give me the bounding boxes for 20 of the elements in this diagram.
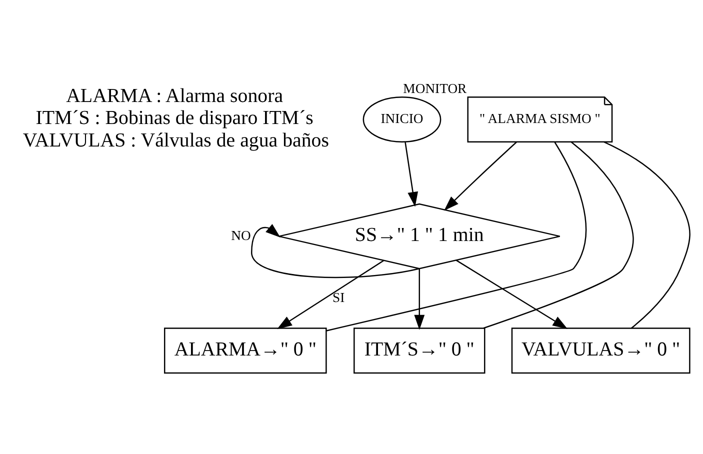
arrow [444, 142, 517, 211]
node-ellipse: INICIO [362, 96, 442, 142]
arrow [251, 224, 420, 278]
arrow [404, 142, 418, 207]
edge-label: NO [231, 228, 251, 243]
connector [483, 141, 634, 329]
arrow [456, 260, 568, 329]
node-label: MONITOR [403, 81, 467, 96]
label: VALVULAS : Válvulas de agua baños [22, 130, 329, 152]
node-box: VALVULAS→" 0 " [511, 328, 690, 374]
node-box: ITM´S→" 0 " [354, 328, 486, 374]
node-diamond: SS→" 1 " 1 min [278, 203, 560, 270]
arrow [277, 260, 384, 330]
edge-label: SI [332, 290, 345, 305]
connector [326, 142, 587, 332]
label: ALARMA : Alarma sonora [66, 84, 284, 107]
connector [604, 141, 690, 329]
arrow [414, 268, 425, 330]
label: ITM´S : Bobinas de disparo ITM´s [36, 107, 314, 130]
node-box: ALARMA→" 0 " [164, 328, 327, 374]
